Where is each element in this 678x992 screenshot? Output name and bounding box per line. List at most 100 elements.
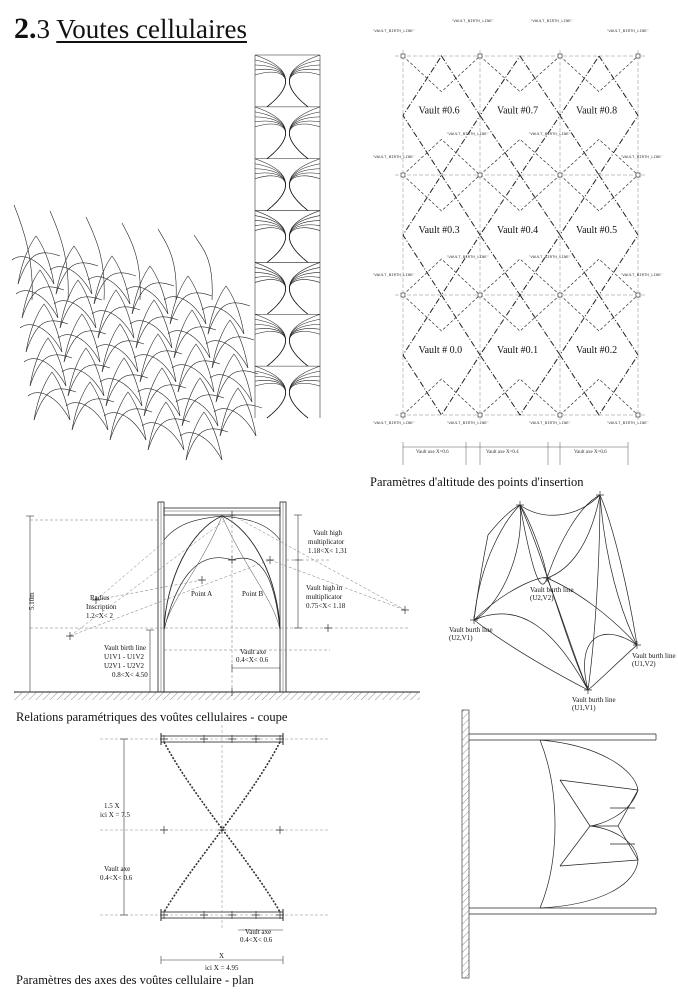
insertion-point — [635, 53, 641, 59]
vault-label: Vault #0.8 — [576, 106, 617, 117]
vault-rib — [27, 392, 71, 421]
vault-rib — [171, 364, 215, 393]
vault-sub-diamond — [402, 294, 481, 416]
strip-arc — [254, 272, 286, 315]
point-b-label: Point B — [242, 590, 264, 598]
insertion-point — [557, 292, 563, 298]
vault-diamond — [479, 294, 561, 416]
perspective-labels: Vault burth line (U2,V2) Vault burth lin… — [449, 586, 676, 712]
strip-arc — [254, 276, 286, 315]
plan-x-2: ici X = 4.95 — [205, 964, 239, 972]
point-cross-marker — [266, 556, 274, 564]
vault-arch — [211, 319, 249, 369]
vault-rib — [95, 344, 139, 373]
insertion-point — [635, 292, 641, 298]
vault-arch — [71, 381, 109, 431]
vault-rib — [87, 276, 131, 305]
vault-sub-diamond — [402, 55, 481, 176]
vault-rib — [175, 398, 219, 427]
strip-arc — [289, 59, 321, 108]
point-cross-marker — [324, 624, 332, 632]
insertion-point — [477, 292, 483, 298]
vault-rib — [23, 358, 67, 387]
ratio-1: 1.5 X — [104, 802, 120, 810]
vault-rib — [167, 330, 211, 359]
vault-diamond — [402, 294, 481, 416]
strip-arc — [254, 106, 286, 159]
birth-line-annotation: 'VAULT_BIRTH_LINE' — [606, 421, 649, 426]
vault-high-in-2: multiplicator — [306, 593, 343, 601]
point-cross-marker — [92, 596, 100, 604]
plan-x-1: X — [219, 952, 224, 960]
strip-arc — [254, 220, 286, 263]
point-cross-marker — [516, 501, 524, 509]
vault-rib — [207, 302, 251, 335]
vault-sub-diamond — [479, 294, 561, 416]
vault-rib — [205, 340, 249, 369]
dim-label-2: Vault axe X=0.4 — [486, 450, 519, 455]
birth-line-annotation: 'VAULT_BIRTH_LINE' — [606, 29, 649, 34]
caption-altitude: Paramètres d'altitude des points d'inser… — [370, 475, 584, 489]
vault-sub-diamond — [479, 174, 561, 296]
strip-arc — [289, 123, 321, 159]
vault-arch — [67, 347, 105, 397]
radius-2: Inscription — [86, 603, 117, 611]
vault-rib — [213, 408, 257, 437]
birth-line-annotation: 'VAULT_BIRTH_LINE' — [620, 155, 663, 160]
vault-axonometric-view — [11, 204, 263, 461]
birth-line-annotation: 'VAULT_BIRTH_LINE' — [446, 255, 489, 260]
vault-rib — [19, 324, 63, 353]
point-cross-marker — [160, 735, 168, 743]
vault-rib — [93, 272, 137, 305]
burth-u2v2-1: Vault burth line — [530, 586, 574, 594]
vault-rib — [219, 404, 263, 437]
strip-arc — [289, 54, 321, 108]
vault-rib — [71, 398, 115, 431]
birth-3: U2V1 - U2V2 — [104, 662, 145, 670]
vault-arch — [29, 337, 67, 387]
vault-rib — [59, 296, 103, 329]
strip-arc — [254, 123, 286, 159]
strip-arc — [254, 380, 286, 419]
strip-arc — [254, 54, 286, 108]
vault-arch — [131, 265, 169, 315]
vault-arch — [101, 323, 139, 373]
strip-arc — [289, 106, 321, 159]
vault-arch — [169, 275, 207, 325]
strip-arc — [289, 328, 321, 367]
strip-arc — [254, 267, 286, 315]
strip-arc — [289, 120, 321, 159]
insertion-point — [400, 53, 406, 59]
vault-diamond — [559, 294, 639, 416]
vault-rib — [17, 252, 61, 285]
insertion-point — [477, 172, 483, 178]
vault-arch — [97, 289, 135, 339]
vault-rib — [185, 428, 229, 461]
vault-high-in-3: 0.75<X< 1.18 — [306, 602, 346, 610]
vault-arch — [109, 391, 147, 441]
vault-label: Vault #0.2 — [576, 345, 617, 356]
section-title: Voutes cellulaires — [56, 14, 247, 44]
vault-arch — [21, 269, 59, 319]
vault-perspective — [470, 491, 641, 694]
vault-sub-diamond — [559, 294, 639, 416]
vault-label: Vault # 0.0 — [419, 345, 463, 356]
vault-arch — [63, 313, 101, 363]
dim-label-3: Vault axe X=0.6 — [574, 450, 607, 455]
strip-arc — [254, 116, 286, 159]
vault-arch — [219, 387, 257, 437]
vault-diamond — [402, 174, 481, 296]
vault-arch — [33, 371, 71, 421]
strip-arc — [254, 328, 286, 367]
vault-rib — [67, 364, 111, 397]
birth-line-annotation: 'VAULT_BIRTH_LINE' — [372, 155, 415, 160]
strip-arc — [254, 68, 286, 108]
vault-rib — [209, 374, 253, 403]
insertion-point — [635, 412, 641, 418]
strip-arc — [254, 175, 286, 211]
strip-arc — [254, 210, 286, 263]
point-cross-marker — [228, 556, 236, 564]
vault-rib — [99, 378, 143, 407]
point-cross-marker — [276, 911, 284, 919]
